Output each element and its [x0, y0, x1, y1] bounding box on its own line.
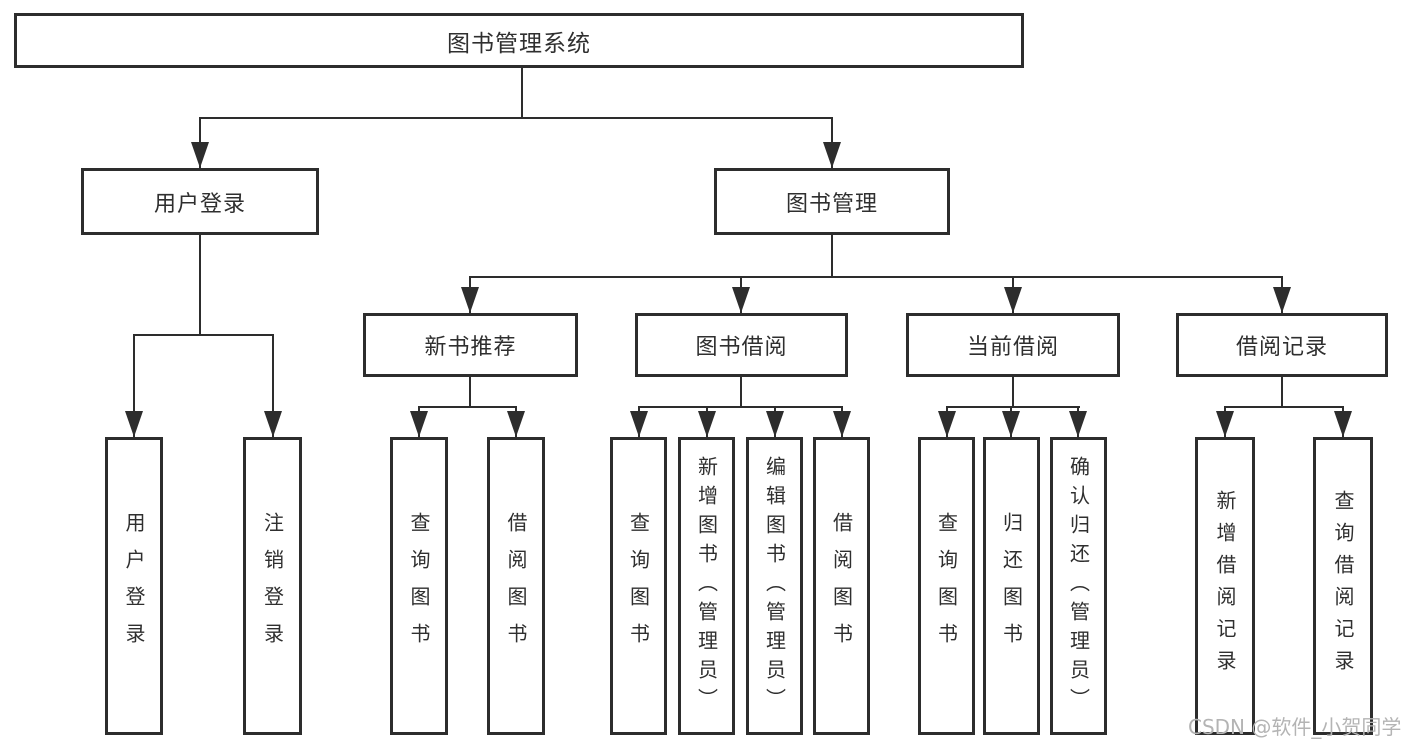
leaf-borrow-borrow-books: 借阅图书 [813, 437, 870, 735]
connector-root-stem [521, 68, 523, 118]
leaf-recommend-borrow-books: 借阅图书 [487, 437, 545, 735]
arrowhead-down-icon [125, 411, 143, 437]
arrowhead-down-icon [630, 411, 648, 437]
node-user-login: 用户登录 [81, 168, 319, 235]
node-book-management: 图书管理 [714, 168, 950, 235]
connector-current-stem [1012, 377, 1014, 407]
connector-root-bar [199, 117, 833, 119]
node-label: 新书推荐 [424, 335, 517, 360]
connector-drop-login [133, 335, 135, 437]
node-label: 图书管理 [785, 191, 878, 217]
arrowhead-down-icon [698, 411, 716, 437]
arrowhead-down-icon [1004, 287, 1022, 313]
arrowhead-down-icon [732, 287, 750, 313]
arrowhead-down-icon [1069, 411, 1087, 437]
arrowhead-down-icon [1334, 411, 1352, 437]
connector-user-login-bar [133, 334, 274, 336]
arrowhead-down-icon [410, 411, 428, 437]
node-library-management-system: 图书管理系统 [14, 13, 1024, 68]
arrowhead-down-icon [264, 411, 282, 437]
leaf-recommend-query-books: 查询图书 [390, 437, 448, 735]
leaf-borrow-add-books-admin: 新增图书（管理员） [678, 437, 735, 735]
leaf-logout: 注销登录 [243, 437, 302, 735]
node-label: 图书管理系统 [447, 30, 591, 57]
connector-borrow-stem [740, 377, 742, 407]
node-label: 图书借阅 [695, 335, 788, 360]
leaf-user-login: 用户登录 [105, 437, 163, 735]
leaf-current-confirm-return-admin: 确认归还（管理员） [1050, 437, 1107, 735]
leaf-borrow-query-books: 查询图书 [610, 437, 667, 735]
arrowhead-down-icon [766, 411, 784, 437]
node-label: 用户登录 [153, 191, 246, 217]
leaf-current-query-books: 查询图书 [918, 437, 975, 735]
arrowhead-down-icon [938, 411, 956, 437]
connector-records-bar [1224, 406, 1344, 408]
connector-drop-logout [272, 335, 274, 437]
node-label: 查询图书 [626, 512, 651, 660]
node-label: 确认归还（管理员） [1066, 455, 1091, 717]
node-book-borrow: 图书借阅 [635, 313, 848, 377]
connector-book-management-stem [831, 235, 833, 277]
node-borrow-records: 借阅记录 [1176, 313, 1388, 377]
node-label: 新增借阅记录 [1213, 490, 1237, 682]
connector-records-stem [1281, 377, 1283, 407]
connector-borrow-bar [638, 406, 843, 408]
connector-recommend-bar [418, 406, 517, 408]
leaf-current-return-books: 归还图书 [983, 437, 1040, 735]
node-label: 归还图书 [999, 512, 1024, 660]
node-label: 注销登录 [260, 512, 285, 660]
node-label: 编辑图书（管理员） [762, 455, 787, 717]
arrowhead-down-icon [1273, 287, 1291, 313]
node-label: 新增图书（管理员） [694, 455, 719, 717]
arrowhead-down-icon [507, 411, 525, 437]
node-label: 用户登录 [122, 512, 146, 660]
arrowhead-down-icon [1002, 411, 1020, 437]
arrowhead-down-icon [1216, 411, 1234, 437]
node-label: 借阅图书 [829, 512, 854, 660]
leaf-records-add-record: 新增借阅记录 [1195, 437, 1255, 735]
connector-recommend-stem [469, 377, 471, 407]
arrowhead-down-icon [823, 142, 841, 168]
leaf-records-query-record: 查询借阅记录 [1313, 437, 1373, 735]
node-current-borrow: 当前借阅 [906, 313, 1120, 377]
connector-user-login-stem [199, 235, 201, 335]
leaf-borrow-edit-books-admin: 编辑图书（管理员） [746, 437, 803, 735]
arrowhead-down-icon [833, 411, 851, 437]
arrowhead-down-icon [191, 142, 209, 168]
connector-book-management-bar [469, 276, 1283, 278]
arrowhead-down-icon [461, 287, 479, 313]
connector-current-bar [946, 406, 1080, 408]
node-label: 借阅记录 [1235, 335, 1328, 360]
node-label: 借阅图书 [504, 512, 528, 660]
node-label: 查询图书 [407, 512, 431, 660]
node-new-book-recommend: 新书推荐 [363, 313, 578, 377]
node-label: 查询借阅记录 [1331, 490, 1355, 682]
node-label: 当前借阅 [966, 335, 1059, 360]
node-label: 查询图书 [934, 512, 959, 660]
csdn-watermark: CSDN @软件_小贺同学 [1188, 715, 1402, 739]
